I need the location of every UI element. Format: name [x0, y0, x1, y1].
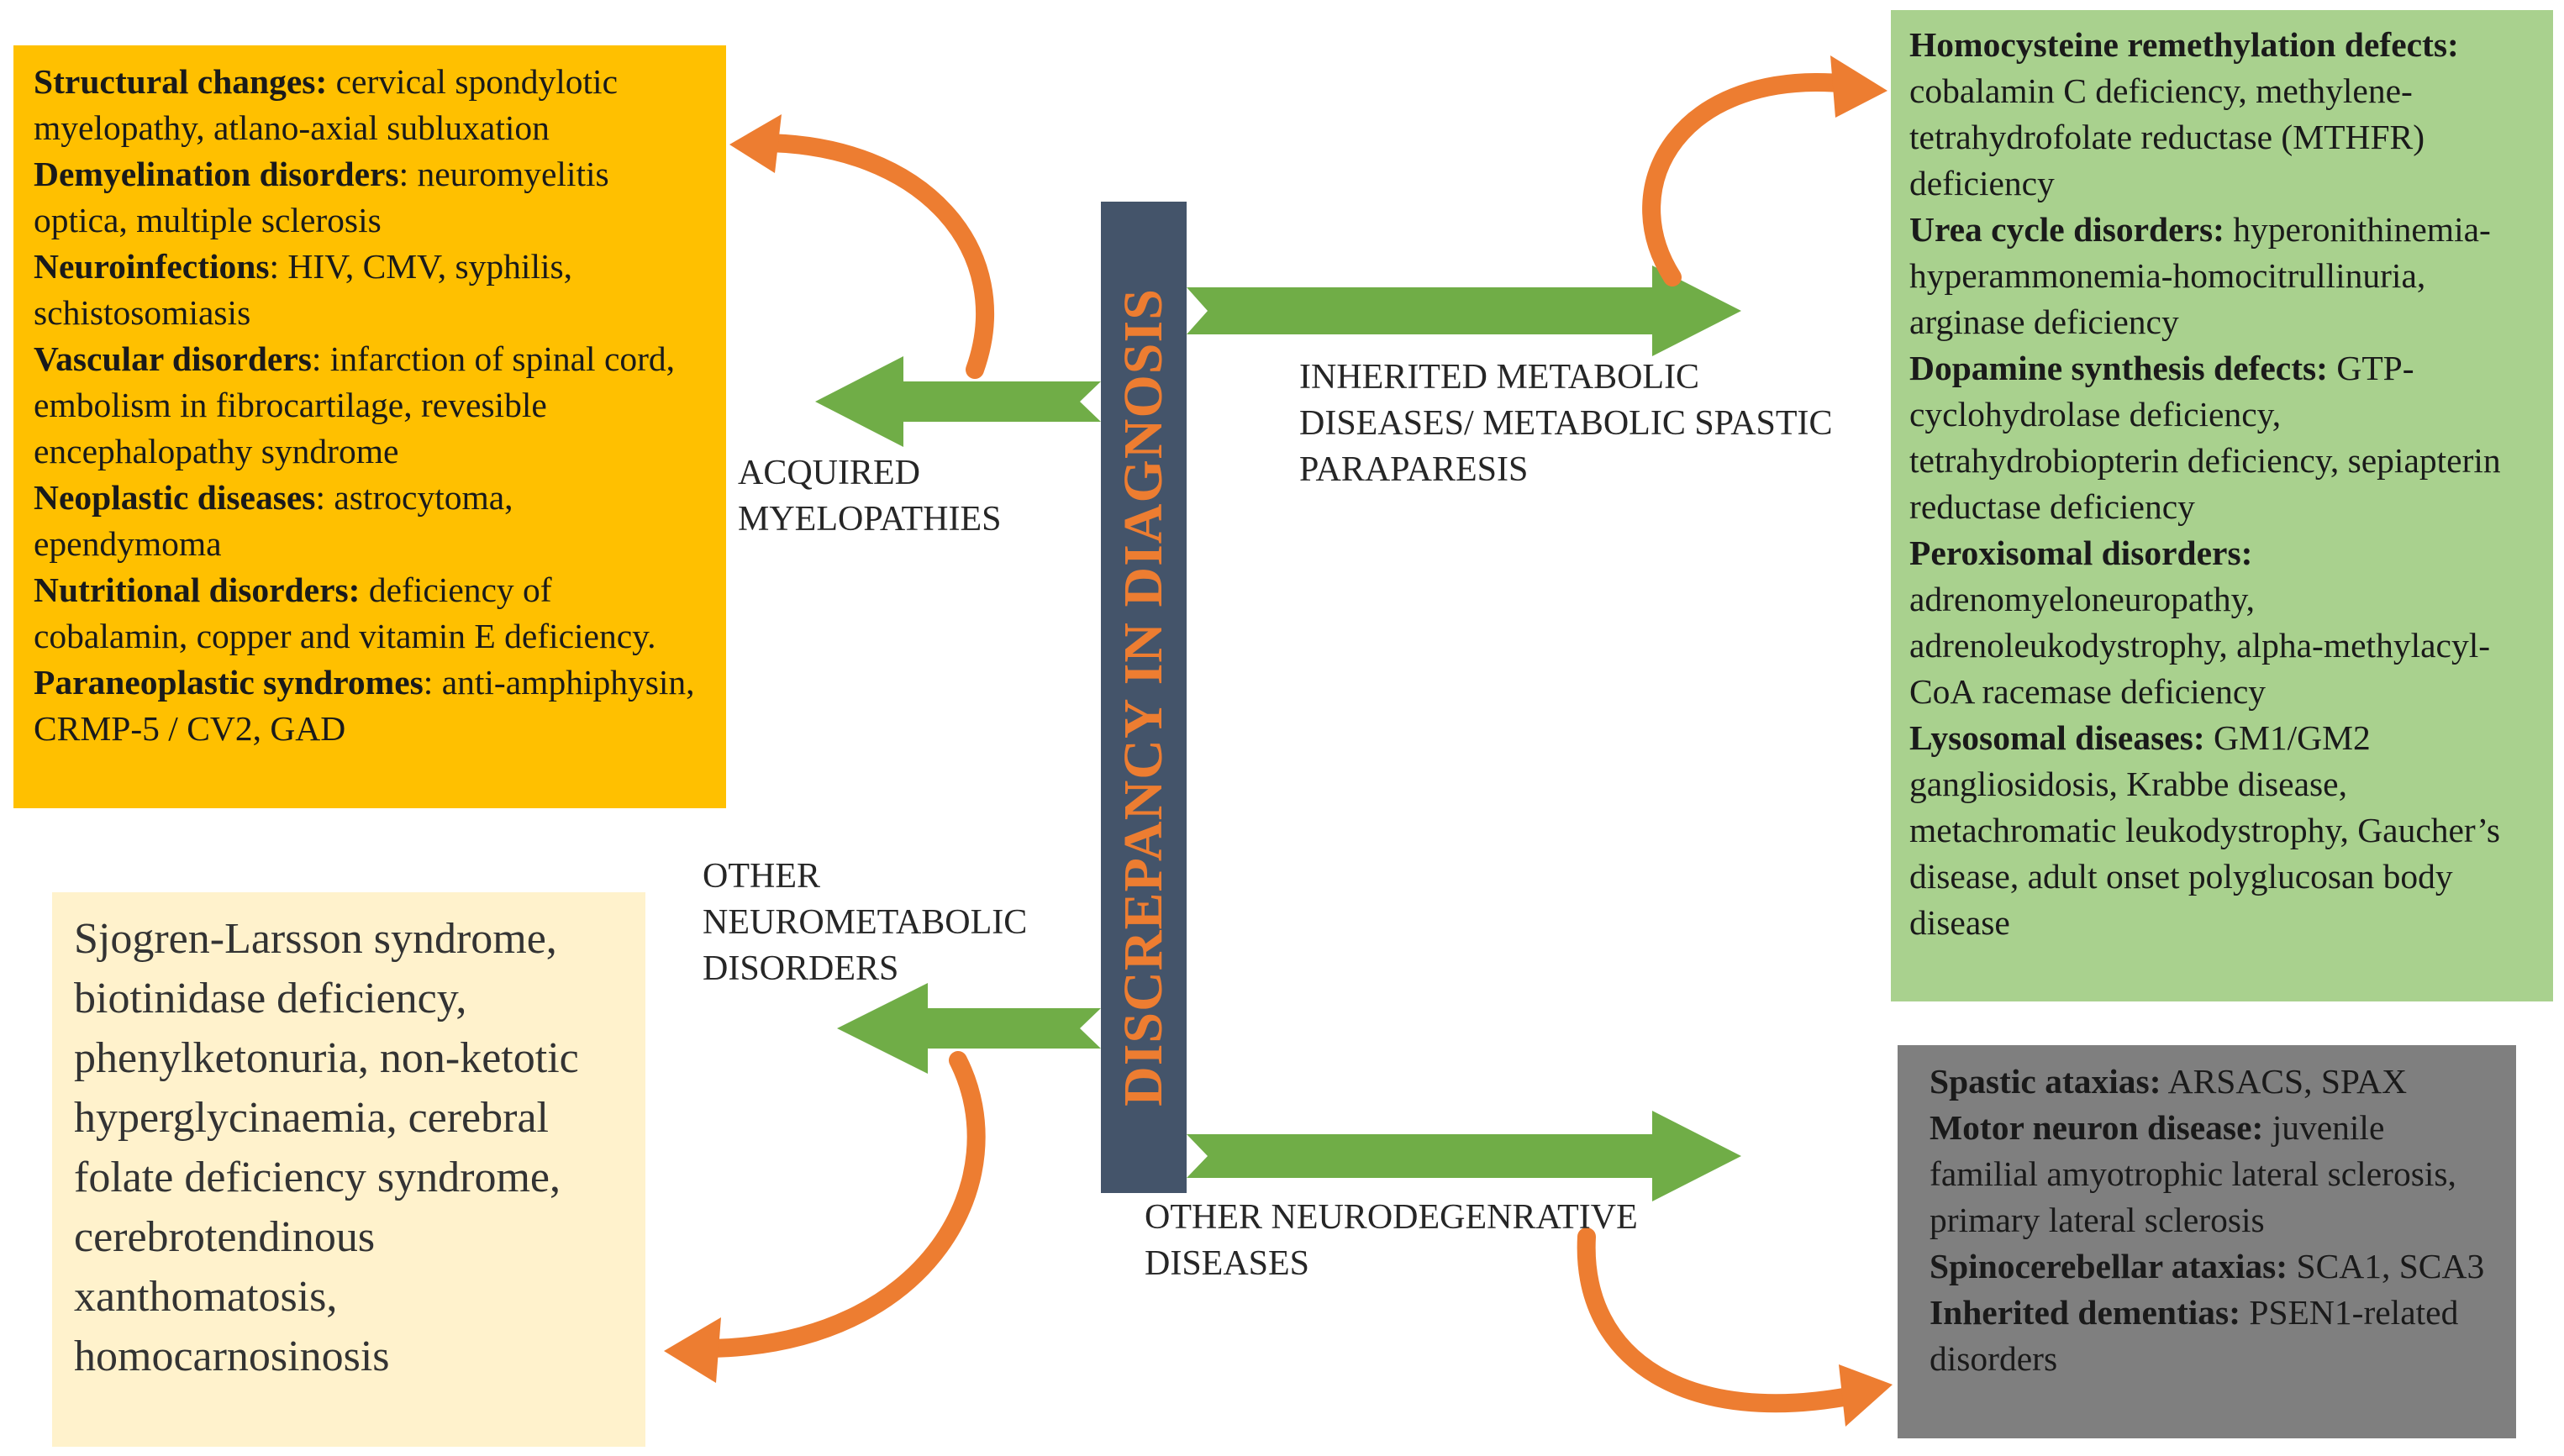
- arrow-to-neurodegenerative: [1187, 1111, 1741, 1201]
- metabolic-entry: Dopamine synthesis defects: GTP-cyclohyd…: [1909, 345, 2535, 530]
- acquired-entry-text: : anti-amphiphysin, CRMP-5 / CV2, GAD: [34, 663, 695, 748]
- acquired-entry-head: Neuroinfections: [34, 247, 270, 286]
- neurometabolic-box: Sjogren-Larsson syndrome, biotinidase de…: [52, 892, 645, 1447]
- neurodegenerative-entry-head: Spinocerebellar ataxias:: [1930, 1247, 2288, 1285]
- acquired-entry: Neoplastic diseases: astrocytoma, ependy…: [34, 475, 706, 567]
- neurodegenerative-entry: Inherited dementias: PSEN1-related disor…: [1914, 1290, 2499, 1382]
- acquired-entry: Paraneoplastic syndromes: anti-amphiphys…: [34, 660, 706, 752]
- acquired-entry: Nutritional disorders: deficiency of cob…: [34, 567, 706, 660]
- curved-arrow-acquired: [729, 114, 994, 379]
- neurodegenerative-entry-head: Motor neuron disease:: [1930, 1108, 2264, 1147]
- arrow-to-neurometabolic: [837, 983, 1101, 1074]
- metabolic-entry-text: adrenomyeloneuropathy, adrenoleukodystro…: [1909, 580, 2491, 711]
- metabolic-entry: Peroxisomal disorders: adrenomyeloneurop…: [1909, 530, 2535, 715]
- center-bar: DISCREPANCY IN DIAGNOSIS: [1101, 202, 1187, 1193]
- metabolic-entry-head: Urea cycle disorders:: [1909, 210, 2224, 249]
- curved-arrow-metabolic: [1642, 55, 1887, 286]
- metabolic-entry-text: hyperonithinemia-hyperammonemia-homocitr…: [1909, 210, 2491, 341]
- neurometabolic-text: Sjogren-Larsson syndrome, biotinidase de…: [74, 915, 579, 1380]
- neurodegenerative-entry-text: juvenile familial amyotrophic lateral sc…: [1930, 1108, 2456, 1239]
- metabolic-entry-head: Peroxisomal disorders:: [1909, 534, 2253, 572]
- acquired-entry-text: cervical spondylotic myelopathy, atlano-…: [34, 62, 618, 147]
- acquired-entry: Neuroinfections: HIV, CMV, syphilis, sch…: [34, 244, 706, 336]
- arrow-to-acquired: [815, 356, 1101, 447]
- metabolic-entry-text: GTP-cyclohydrolase deficiency, tetrahydr…: [1909, 349, 2501, 526]
- acquired-entry: Vascular disorders: infarction of spinal…: [34, 336, 706, 475]
- metabolic-entry-head: Dopamine synthesis defects:: [1909, 349, 2328, 387]
- metabolic-entry-text: GM1/GM2 gangliosidosis, Krabbe disease, …: [1909, 718, 2500, 942]
- inherited-metabolic-box: Homocysteine remethylation defects: coba…: [1891, 10, 2553, 1001]
- acquired-entry-text: : neuromyelitis optica, multiple scleros…: [34, 155, 609, 239]
- acquired-entry: Structural changes: cervical spondylotic…: [34, 59, 706, 151]
- neurodegenerative-entry: Spinocerebellar ataxias: SCA1, SCA3: [1914, 1243, 2499, 1290]
- acquired-entry-head: Paraneoplastic syndromes: [34, 663, 424, 702]
- label-other-neurodegenerative: OTHER NEURODEGENRATIVE DISEASES: [1145, 1198, 1638, 1283]
- center-title: DISCREPANCY IN DIAGNOSIS: [1113, 288, 1174, 1106]
- neurodegenerative-entry-text: SCA1, SCA3: [2288, 1247, 2485, 1285]
- metabolic-entry: Lysosomal diseases: GM1/GM2 gangliosidos…: [1909, 715, 2535, 946]
- neurodegenerative-entry: Motor neuron disease: juvenile familial …: [1914, 1105, 2499, 1243]
- neurodegenerative-entry-head: Inherited dementias:: [1930, 1293, 2241, 1332]
- metabolic-entry: Urea cycle disorders: hyperonithinemia-h…: [1909, 207, 2535, 345]
- metabolic-entry-text: cobalamin C deficiency, methylene-tetrah…: [1909, 71, 2425, 202]
- acquired-entry-head: Nutritional disorders:: [34, 570, 361, 609]
- acquired-entry-head: Neoplastic diseases: [34, 478, 316, 517]
- acquired-entry-text: deficiency of cobalamin, copper and vita…: [34, 570, 656, 655]
- neurodegenerative-entry: Spastic ataxias: ARSACS, SPAX: [1914, 1059, 2499, 1105]
- acquired-entry-head: Vascular disorders: [34, 339, 312, 378]
- acquired-entry-head: Structural changes:: [34, 62, 328, 101]
- curved-arrow-neurodegenerative: [1577, 1227, 1893, 1427]
- acquired-myelopathies-box: Structural changes: cervical spondylotic…: [13, 45, 726, 808]
- neurodegenerative-entry-head: Spastic ataxias:: [1930, 1062, 2161, 1101]
- metabolic-entry-head: Lysosomal diseases:: [1909, 718, 2205, 757]
- label-acquired-myelopathies: ACQUIRED MYELOPATHIES: [738, 454, 1002, 539]
- acquired-entry: Demyelination disorders: neuromyelitis o…: [34, 151, 706, 244]
- label-other-neurometabolic: OTHER NEUROMETABOLIC DISORDERS: [703, 857, 1028, 988]
- acquired-entry-text: : astrocytoma, ependymoma: [34, 478, 513, 563]
- acquired-entry-head: Demyelination disorders: [34, 155, 399, 193]
- label-inherited-metabolic: INHERITED METABOLIC DISEASES/ METABOLIC …: [1299, 358, 1833, 489]
- arrow-to-metabolic: [1187, 265, 1741, 356]
- metabolic-entry: Homocysteine remethylation defects: coba…: [1909, 22, 2535, 207]
- acquired-entry-text: : HIV, CMV, syphilis, schistosomiasis: [34, 247, 573, 332]
- curved-arrow-neurometabolic: [664, 1051, 986, 1383]
- neurodegenerative-entry-text: ARSACS, SPAX: [2161, 1062, 2408, 1101]
- acquired-entry-text: : infarction of spinal cord, embolism in…: [34, 339, 676, 470]
- metabolic-entry-head: Homocysteine remethylation defects:: [1909, 25, 2459, 64]
- neurodegenerative-entry-text: PSEN1-related disorders: [1930, 1293, 2459, 1378]
